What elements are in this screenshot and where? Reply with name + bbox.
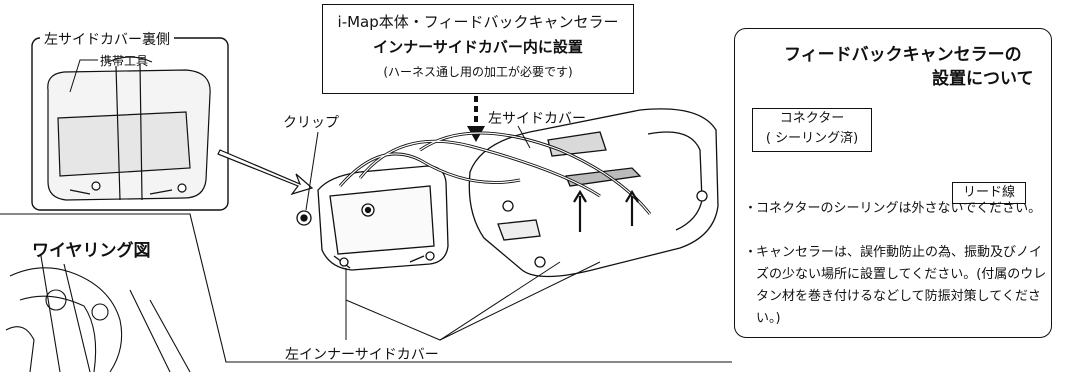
up-badge-text: UP (1018, 133, 1038, 147)
cable-loops-inner (339, 132, 651, 215)
tool-label: 携帯工具 (100, 54, 149, 68)
panel-title-line2: 設置について (932, 69, 1034, 89)
note-placement: ・ キャンセラーは、誤作動防止の為、振動及びノイズの少ない場所に設置してください… (744, 242, 1048, 330)
wiring-title-bg (26, 232, 152, 254)
note1-text: コネクターのシーリングは外さないでください。 (756, 201, 1042, 216)
tool-leader (69, 59, 98, 93)
connector-label: コネクター (779, 111, 845, 126)
clip-label: クリップ (283, 115, 339, 131)
lead-wire-label: リード線 (952, 182, 1026, 204)
install-arrow (467, 96, 485, 142)
canceller-info-panel (734, 28, 1052, 338)
note1-bullet: ・ (744, 201, 758, 216)
panel-title-line1: フィードバックキャンセラーの (784, 45, 1022, 65)
side-cover-leader (517, 125, 531, 149)
tool-bag-illustration (47, 56, 211, 201)
note-seal: ・ コネクターのシーリングは外さないでください。 (744, 198, 1044, 220)
note2-bullet: ・ (744, 245, 758, 260)
install-line3: (ハーネス通し用の加工が必要です) (383, 65, 573, 79)
install-line2: インナーサイドカバー内に設置 (373, 38, 583, 56)
wiring-diagram (0, 213, 732, 373)
install-line1: i-Map本体・フィードバックキャンセラー (337, 13, 619, 31)
fit-arrows (573, 189, 639, 232)
left-cover-title: 左サイドカバー裏側 (40, 29, 174, 49)
installation-note-box: i-Map本体・フィードバックキャンセラー インナーサイドカバー内に設置 (ハー… (322, 4, 634, 94)
view-arrow (217, 149, 314, 196)
connector-label-box: コネクター ( シーリング済) (752, 108, 872, 152)
note2-text: キャンセラーは、誤作動防止の為、振動及びノイズの少ない場所に設置してください。(… (756, 245, 1047, 326)
inner-side-cover (296, 165, 449, 271)
inner-cover-label: 左インナーサイドカバー (285, 347, 439, 363)
wiring-title: ワイヤリング図 (32, 241, 151, 261)
connector-sealed-label: ( シーリング済) (765, 131, 859, 146)
clip-leader (305, 131, 319, 211)
side-cover-label: 左サイドカバー (488, 111, 586, 127)
